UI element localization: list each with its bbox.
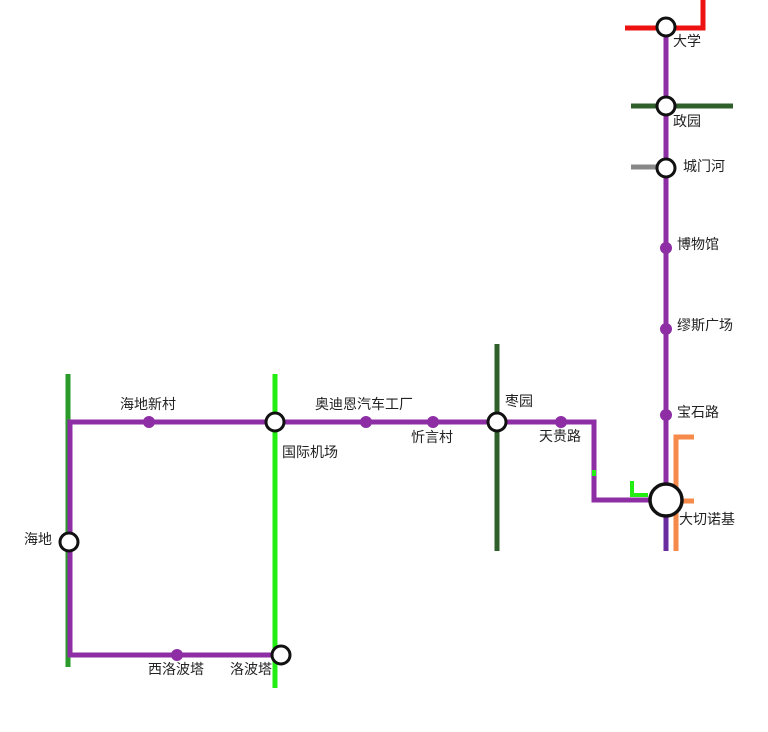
station-zhengyuan[interactable]: [655, 95, 677, 117]
station-miaosi[interactable]: [660, 323, 672, 335]
station-haidi[interactable]: [58, 531, 80, 553]
station-baoshilu[interactable]: [660, 409, 672, 421]
station-daxue[interactable]: [655, 16, 677, 38]
label-zhengyuan: 政园: [673, 114, 701, 130]
label-xinyancun: 忻言村: [411, 430, 453, 446]
station-chengmenhe[interactable]: [655, 157, 677, 179]
label-daxue: 大学: [673, 34, 701, 50]
station-aodien[interactable]: [360, 416, 372, 428]
bright-green-stub: [630, 481, 648, 497]
label-aodien: 奥迪恩汽车工厂: [315, 396, 413, 413]
station-haidixincun[interactable]: [143, 416, 155, 428]
label-bowuguan: 博物馆: [677, 236, 719, 253]
station-xiluobota[interactable]: [171, 649, 183, 661]
station-xinyancun[interactable]: [427, 416, 439, 428]
station-guojijichang[interactable]: [264, 411, 286, 433]
label-tianguilu: 天贵路: [539, 429, 581, 445]
label-haidi: 海地: [24, 532, 52, 548]
station-zaoyuan[interactable]: [486, 411, 508, 433]
station-luobota[interactable]: [270, 644, 292, 666]
label-miaosi: 缪斯广场: [677, 318, 733, 334]
label-daqienuoji: 大切诺基: [679, 511, 735, 528]
purple-line-main: [67, 419, 666, 658]
label-luobota: 洛波塔: [230, 662, 272, 678]
label-zaoyuan: 枣园: [505, 394, 533, 410]
station-bowuguan[interactable]: [660, 242, 672, 254]
label-guojijichang: 国际机场: [282, 445, 338, 461]
station-daqienuoji[interactable]: [648, 482, 684, 518]
label-haidixincun: 海地新村: [120, 397, 176, 413]
label-baoshilu: 宝石路: [677, 405, 719, 421]
red-line: [625, 0, 706, 31]
label-xiluobota: 西洛波塔: [148, 662, 204, 678]
station-tianguilu[interactable]: [555, 416, 567, 428]
label-chengmenhe: 城门河: [683, 159, 725, 175]
